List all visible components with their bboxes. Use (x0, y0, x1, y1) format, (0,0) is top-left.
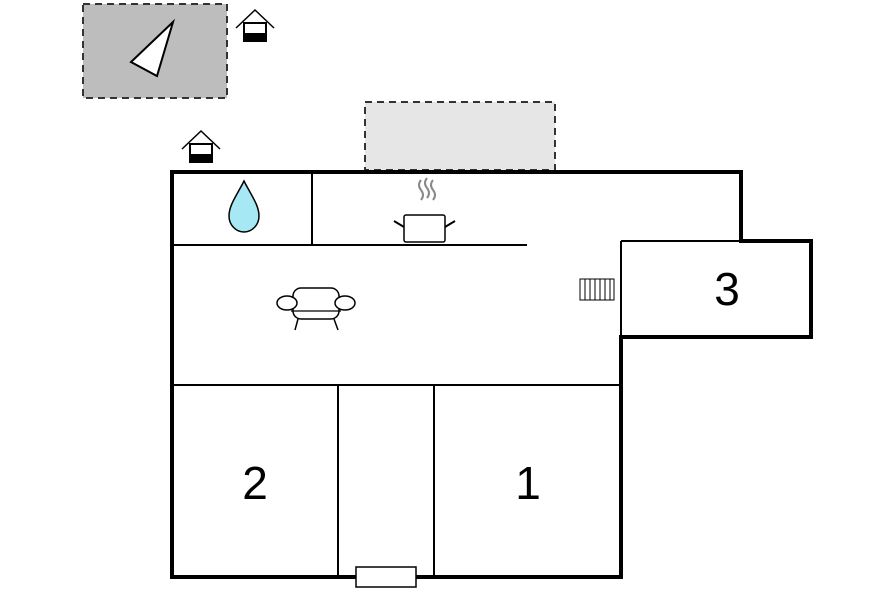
room-3-label: 3 (714, 263, 740, 315)
outer-wall (170, 170, 813, 579)
interior-walls (172, 172, 741, 577)
door-icon (355, 566, 417, 588)
room-2-label: 2 (242, 457, 268, 509)
compass-icon (129, 18, 176, 78)
terrace-light (364, 101, 556, 171)
cooking-pot-icon (393, 177, 456, 243)
room-1-label: 1 (515, 457, 541, 509)
sofa-icon (276, 287, 356, 331)
house-entrance-icon (235, 8, 275, 42)
radiator-icon (579, 278, 615, 301)
water-drop-icon (228, 179, 260, 233)
terrace-dark (82, 3, 228, 99)
house-entrance-icon (181, 129, 221, 163)
